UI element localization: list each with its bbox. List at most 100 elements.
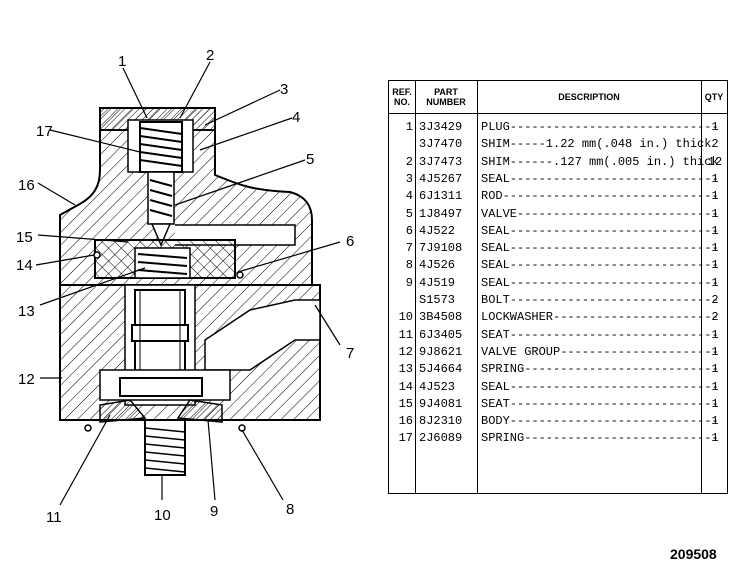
row-part-number: 1J8497 <box>419 206 463 221</box>
row-ref: 7 <box>405 241 413 256</box>
row-ref: 5 <box>405 206 413 221</box>
callout-5: 5 <box>306 151 314 168</box>
row-part-number: 3J7470 <box>419 137 463 152</box>
row-part-number: 3J7473 <box>419 154 463 169</box>
row-part-number: 3B4508 <box>419 310 463 325</box>
row-description: SEAL----------------------------- <box>481 379 719 394</box>
table-row: 7 7J9108 SEAL-----------------------------… <box>389 240 727 257</box>
row-description: SPRING--------------------------- <box>481 431 719 446</box>
row-qty: 2 <box>711 293 719 307</box>
callout-10: 10 <box>154 507 171 524</box>
row-ref: 2 <box>405 154 413 169</box>
header-ref: REF. NO. <box>389 81 415 114</box>
row-description: PLUG----------------------------- <box>481 120 719 134</box>
callout-12: 12 <box>18 371 35 388</box>
table-row: 2 3J7473 SHIM------.127 mm(.005 in.) thick… <box>389 154 727 171</box>
row-ref: 13 <box>398 362 413 377</box>
table-row: 14 4J523 SEAL-----------------------------… <box>389 379 727 396</box>
callout-13: 13 <box>18 303 35 320</box>
row-qty: 12 <box>707 154 723 169</box>
row-description: VALVE GROUP---------------------- <box>481 344 719 359</box>
row-part-number: 4J526 <box>419 258 456 273</box>
row-qty: 1 <box>711 379 719 394</box>
row-part-number: 9J4081 <box>419 396 463 411</box>
row-ref: 4 <box>405 189 413 204</box>
table-row: 10 3B4508 LOCKWASHER----------------------… <box>389 309 727 326</box>
row-qty: 1 <box>711 344 719 359</box>
row-part-number: 7J9108 <box>419 241 463 256</box>
row-part-number: 4J523 <box>419 379 456 394</box>
callout-4: 4 <box>292 109 300 126</box>
row-qty: 1 <box>711 396 719 411</box>
callout-17: 17 <box>36 123 53 140</box>
header-qty: QTY <box>701 81 727 114</box>
table-row: 17 2J6089 SPRING--------------------------… <box>389 430 727 447</box>
header-part: PART NUMBER <box>415 81 477 114</box>
header-desc: DESCRIPTION <box>477 81 701 114</box>
row-description: SPRING--------------------------- <box>481 362 719 377</box>
table-row: S1573 BOLT-----------------------------2 <box>389 292 727 309</box>
lower-seat <box>99 399 147 423</box>
row-part-number: 4J5267 <box>419 171 463 186</box>
row-part-number: 3J3429 <box>419 120 463 134</box>
row-ref: 14 <box>398 379 413 394</box>
callout-8: 8 <box>286 501 294 518</box>
row-part-number: S1573 <box>419 293 456 307</box>
valve-cross-section-drawing: 1 2 3 4 5 6 7 8 9 10 11 12 13 14 15 16 1… <box>16 47 354 526</box>
row-qty: 1 <box>711 206 719 221</box>
row-qty: 1 <box>711 258 719 273</box>
row-part-number: 8J2310 <box>419 414 463 429</box>
row-description: VALVE---------------------------- <box>481 206 719 221</box>
row-qty: 1 <box>711 189 719 204</box>
callout-2: 2 <box>206 47 214 64</box>
row-part-number: 6J1311 <box>419 189 463 204</box>
row-qty: 1 <box>711 171 719 186</box>
row-description: BODY----------------------------- <box>481 414 719 429</box>
callout-9: 9 <box>210 503 218 520</box>
table-row: 1 3J3429 PLUG-----------------------------… <box>389 119 727 136</box>
row-part-number: 9J8621 <box>419 344 463 359</box>
row-ref: 6 <box>405 223 413 238</box>
row-description: SEAL----------------------------- <box>481 241 719 256</box>
row-ref: 3 <box>405 171 413 186</box>
row-description: SHIM------.127 mm(.005 in.) thick <box>481 154 719 169</box>
table-row: 5 1J8497 VALVE----------------------------… <box>389 206 727 223</box>
callout-14: 14 <box>16 257 33 274</box>
callout-7: 7 <box>346 345 354 362</box>
row-part-number: 6J3405 <box>419 327 463 342</box>
row-qty: 1 <box>711 362 719 377</box>
parts-table: REF. NO. PART NUMBER DESCRIPTION QTY 1 3J… <box>388 80 728 494</box>
row-qty: 1 <box>711 120 719 134</box>
row-ref: 9 <box>405 275 413 290</box>
row-qty: 1 <box>711 223 719 238</box>
row-description: SEAL----------------------------- <box>481 258 719 273</box>
row-part-number: 2J6089 <box>419 431 463 446</box>
callout-11: 11 <box>46 509 62 526</box>
row-ref: 16 <box>398 414 413 429</box>
row-qty: 2 <box>711 310 719 325</box>
callout-6: 6 <box>346 233 354 250</box>
row-ref: 15 <box>398 396 413 411</box>
row-qty: 2 <box>711 137 719 152</box>
row-description: SEAL----------------------------- <box>481 275 719 290</box>
row-description: BOLT----------------------------- <box>481 293 719 307</box>
callout-1: 1 <box>118 53 126 70</box>
leader-lines <box>35 61 341 506</box>
row-ref: 17 <box>398 431 413 446</box>
row-description: SEAL----------------------------- <box>481 223 719 238</box>
row-ref: 10 <box>398 310 413 325</box>
row-description: LOCKWASHER----------------------- <box>481 310 719 325</box>
row-description: SEAT----------------------------- <box>481 327 719 342</box>
row-qty: 1 <box>711 327 719 342</box>
row-qty: 1 <box>711 241 719 256</box>
